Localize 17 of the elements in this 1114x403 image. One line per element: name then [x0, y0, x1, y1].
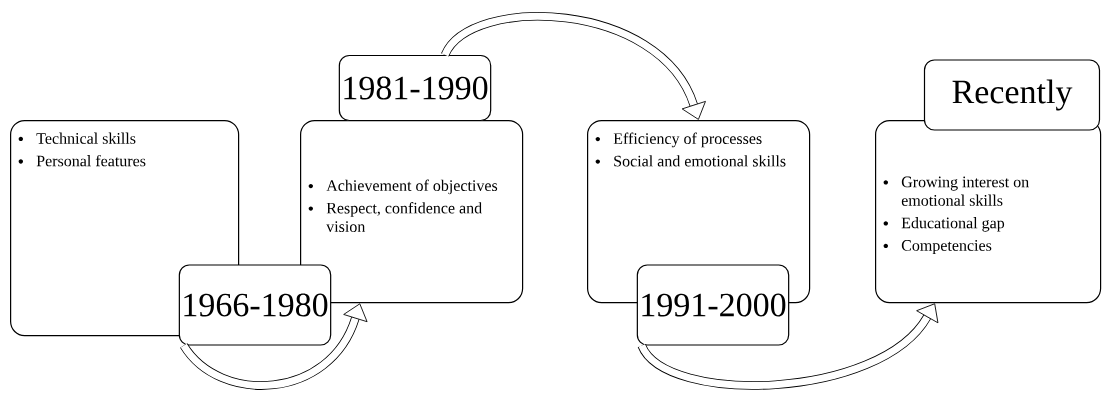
card-box: [875, 120, 1102, 304]
curved-arrow: [638, 303, 939, 390]
curved-arrow: [441, 12, 706, 120]
bullet-item: Personal features: [18, 154, 146, 167]
bullet-item: Competencies: [883, 240, 992, 255]
year-box: Recently: [923, 59, 1101, 131]
bullet-item: Respect, confidence and vision: [308, 202, 482, 232]
bullet-item: Educational gap: [883, 217, 1005, 232]
curved-arrow: [180, 303, 368, 390]
year-box: 1991-2000: [636, 264, 790, 346]
bullet-item: Efficiency of processes: [595, 132, 762, 148]
year-box: 1981-1990: [338, 54, 492, 122]
bullet-item: Achievement of objectives: [308, 179, 498, 195]
year-box: 1966-1980: [178, 264, 332, 346]
bullet-item: Growing interest on emotional skills: [883, 176, 1029, 206]
bullet-item: Social and emotional skills: [595, 155, 786, 167]
bullet-item: Technical skills: [18, 132, 136, 144]
